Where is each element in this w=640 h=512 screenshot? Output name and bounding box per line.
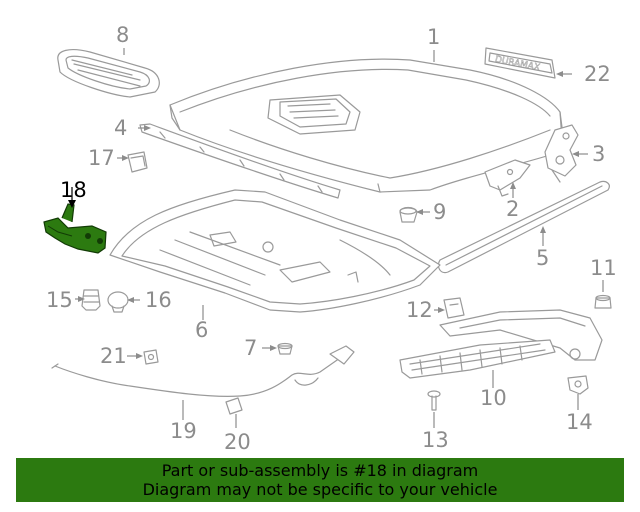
callout-16: 16 [145, 288, 172, 312]
callout-19: 19 [170, 419, 197, 443]
callout-18: 18 [60, 178, 87, 202]
cushion-part-16 [107, 291, 129, 313]
inner-panel-part-6 [109, 189, 441, 313]
latch-part-18 [43, 187, 107, 254]
air-duct-part-10 [399, 309, 603, 379]
callout-14: 14 [566, 410, 593, 434]
release-cable-part-19 [51, 345, 355, 397]
callout-6: 6 [195, 318, 209, 342]
callout-17: 17 [88, 146, 115, 170]
clip-part-7 [277, 342, 293, 355]
grommet-part-11 [594, 294, 612, 309]
vent-grille-part-8 [57, 49, 160, 98]
bumper-part-15 [81, 289, 101, 311]
callout-12: 12 [406, 298, 433, 322]
banner-line-1: Part or sub-assembly is #18 in diagram [161, 461, 479, 480]
callout-2: 2 [506, 197, 520, 221]
callout-3: 3 [592, 142, 606, 166]
banner-line-2: Diagram may not be specific to your vehi… [142, 480, 498, 499]
callout-9: 9 [433, 200, 447, 224]
bracket-part-2 [484, 159, 531, 197]
callout-15: 15 [46, 288, 73, 312]
side-seal-part-5 [437, 180, 610, 274]
seal-part-4 [139, 123, 341, 199]
hinge-part-3 [544, 124, 579, 183]
callout-22: 22 [584, 62, 611, 86]
bracket-part-12 [443, 297, 465, 319]
callout-21: 21 [100, 344, 127, 368]
callout-10: 10 [480, 386, 507, 410]
callout-11: 11 [590, 256, 617, 280]
callout-1: 1 [427, 25, 441, 49]
clip-part-21 [143, 349, 159, 365]
bumper-part-9 [399, 206, 418, 223]
push-pin-part-13 [427, 390, 441, 411]
callout-7: 7 [244, 336, 258, 360]
clip-part-17 [127, 151, 148, 173]
emblem-part-22: DURAMAX [484, 47, 556, 79]
leader-lines [75, 48, 604, 428]
callout-4: 4 [114, 116, 128, 140]
bracket-part-14 [567, 375, 589, 395]
callout-8: 8 [116, 23, 130, 47]
retainer-part-20 [225, 397, 243, 415]
parts-diagram: DURAMAX [43, 47, 612, 428]
callout-13: 13 [422, 428, 449, 452]
info-banner: Part or sub-assembly is #18 in diagram D… [16, 458, 624, 502]
callout-5: 5 [536, 246, 550, 270]
callout-20: 20 [224, 430, 251, 454]
